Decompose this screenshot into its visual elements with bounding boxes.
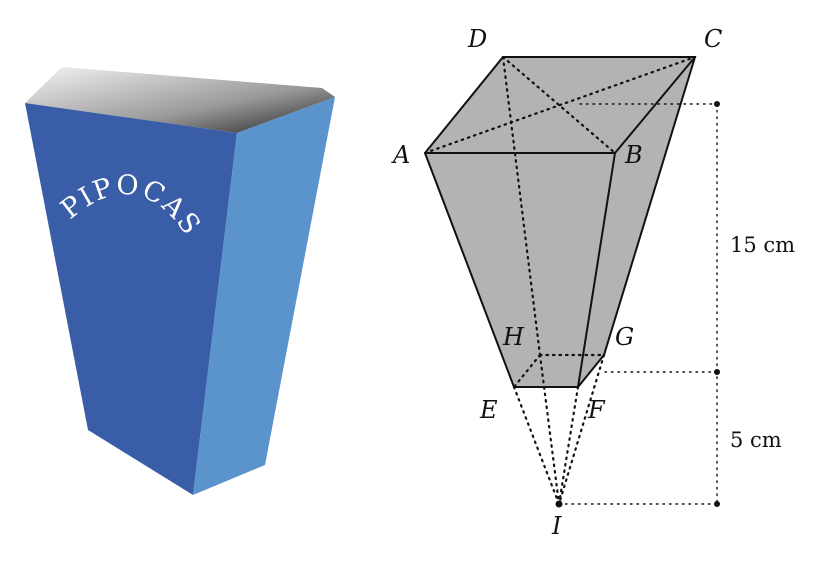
label-I: I [551, 512, 562, 540]
box-side-face [193, 97, 335, 495]
label-E: E [479, 396, 498, 424]
dim-tick-top [714, 101, 720, 107]
label-D: D [467, 25, 487, 53]
popcorn-box-photo: PIPOCAS [25, 67, 335, 495]
point-I [555, 500, 563, 508]
frustum-diagram [423, 55, 720, 508]
label-G: G [615, 323, 634, 351]
label-B: B [624, 141, 643, 169]
label-A: A [391, 141, 410, 169]
hidden-edges [423, 55, 718, 506]
dim-tick-mid [714, 369, 720, 375]
label-C: C [704, 25, 722, 53]
box-front-face [25, 103, 237, 495]
dimension-5cm: 5 cm [730, 428, 782, 452]
dim-tick-bottom [714, 501, 720, 507]
label-F: F [587, 396, 606, 424]
dimension-15cm: 15 cm [730, 233, 795, 257]
visible-edges [423, 56, 697, 388]
box-interior [25, 67, 335, 133]
label-H: H [502, 323, 525, 351]
